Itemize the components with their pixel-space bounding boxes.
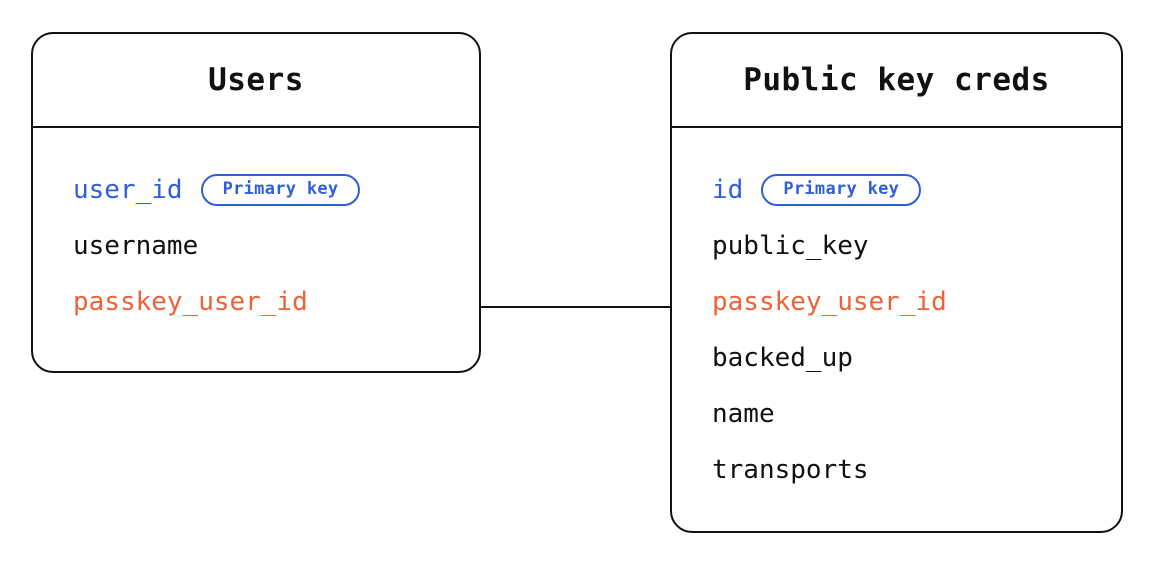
field-name: backed_up	[712, 343, 853, 373]
primary-key-badge: Primary key	[761, 174, 922, 206]
entity-header-users: Users	[33, 34, 479, 128]
field-name: id	[712, 175, 744, 205]
field-name: username	[73, 231, 199, 261]
field-name: transports	[712, 455, 869, 485]
field-row[interactable]: id Primary key	[672, 162, 1121, 218]
entity-title: Public key creds	[743, 62, 1050, 98]
field-row[interactable]: passkey_user_id	[33, 274, 479, 330]
field-row[interactable]: username	[33, 218, 479, 274]
field-name: user_id	[73, 175, 183, 205]
primary-key-badge: Primary key	[200, 174, 361, 206]
relationship-connector	[481, 306, 670, 308]
field-row[interactable]: public_key	[672, 218, 1121, 274]
field-name: public_key	[712, 231, 869, 261]
field-name: name	[712, 399, 775, 429]
field-row[interactable]: passkey_user_id	[672, 274, 1121, 330]
field-row[interactable]: backed_up	[672, 330, 1121, 386]
field-name: passkey_user_id	[73, 287, 308, 317]
field-name: passkey_user_id	[712, 287, 947, 317]
field-row[interactable]: user_id Primary key	[33, 162, 479, 218]
entity-header-public_key_creds: Public key creds	[672, 34, 1121, 128]
field-row[interactable]: transports	[672, 442, 1121, 498]
entity-title: Users	[208, 62, 304, 98]
field-row[interactable]: name	[672, 386, 1121, 442]
